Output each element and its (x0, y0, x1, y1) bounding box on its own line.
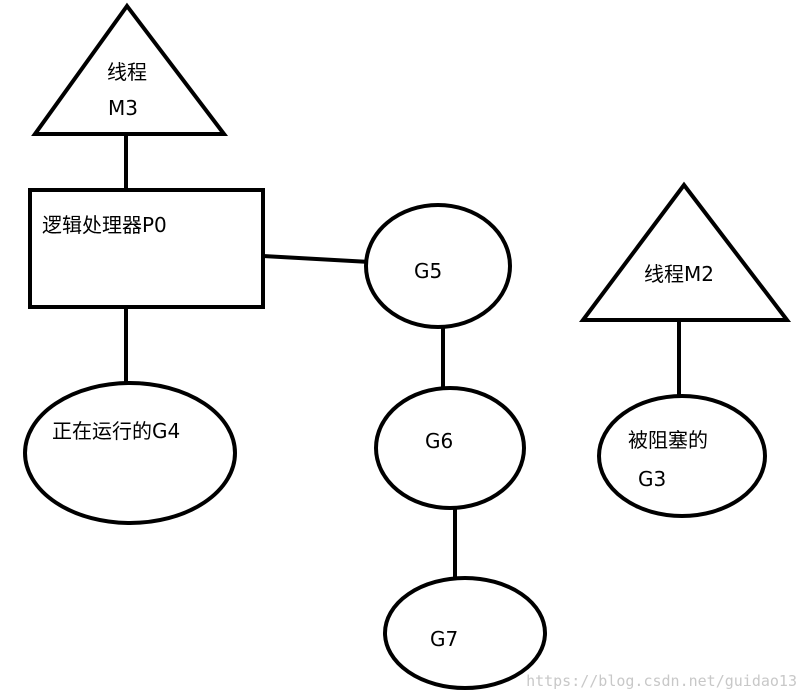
processor-p0-label: 逻辑处理器P0 (42, 213, 167, 237)
thread-m2-triangle (579, 181, 792, 322)
g7-label: G7 (430, 627, 458, 651)
g5-ellipse (364, 203, 512, 329)
g6-label: G6 (425, 429, 453, 453)
edge-p0-g5 (262, 254, 371, 264)
thread-m3-label-line2: M3 (108, 96, 138, 120)
g3-ellipse (597, 394, 767, 518)
thread-m3-label-line1: 线程 (107, 60, 147, 84)
g3-label-line1: 被阻塞的 (628, 428, 708, 452)
g4-ellipse (23, 381, 237, 525)
thread-m3-triangle (31, 2, 229, 136)
watermark-url: https://blog.csdn.net/guidao13 (526, 672, 797, 690)
g5-label: G5 (414, 259, 442, 283)
g3-label-line2: G3 (638, 467, 666, 491)
processor-p0-box (28, 188, 265, 309)
g4-label: 正在运行的G4 (52, 419, 180, 443)
g7-ellipse (383, 576, 547, 690)
g6-ellipse (374, 386, 526, 510)
thread-m2-label: 线程M2 (644, 262, 714, 286)
